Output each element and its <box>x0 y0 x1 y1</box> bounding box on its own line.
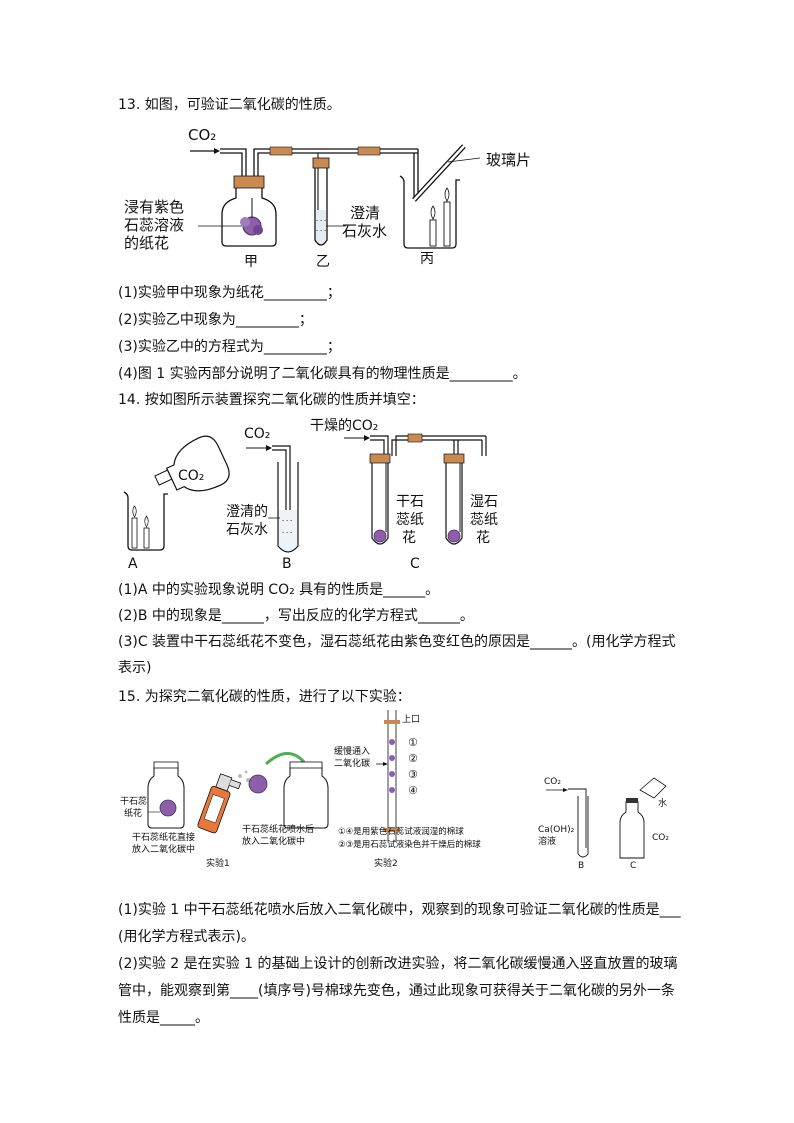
q15-co2: CO₂ <box>544 777 561 787</box>
q14-item-4: 表示) <box>118 660 152 676</box>
q15-ball-2: ② <box>408 752 418 765</box>
q13-title: 13. 如图，可验证二氧化碳的性质。 <box>118 97 341 113</box>
q15-exp2: 实验2 <box>374 857 398 869</box>
q15-put-1: 干石蕊纸花直接 <box>132 831 195 843</box>
q15-spray-2: 放入二氧化碳中 <box>242 835 305 847</box>
q14-dry-1: 干石 <box>396 494 424 510</box>
q15-title: 15. 为探究二氧化碳的性质，进行了以下实验： <box>118 689 411 705</box>
q14-wet-1: 湿石 <box>470 494 498 510</box>
q14-lime-1: 澄清的 <box>226 504 268 520</box>
q14-dry-co2: 干燥的CO₂ <box>310 418 378 434</box>
q14-dry-3: 花 <box>402 530 416 546</box>
svg-text:- - -: - - - <box>282 517 292 524</box>
q14-cap-b: B <box>282 556 292 572</box>
q13-item-4: (4)图 1 实验丙部分说明了二氧化碳具有的物理性质是_________。 <box>118 366 527 382</box>
q15-slow-2: 二氧化碳 <box>334 757 370 769</box>
q15-cap-c: C <box>630 861 636 871</box>
q13-cap-yi: 乙 <box>316 254 330 268</box>
q15-item-3: (2)实验 2 是在实验 1 的基础上设计的创新改进实验，将二氧化碳缓慢通入竖直… <box>118 956 678 972</box>
q13-flower-label-2: 石蕊溶液 <box>124 216 184 234</box>
q14-item-1: (1)A 中的实验现象说明 CO₂ 具有的性质是______。 <box>118 582 440 598</box>
q15-exp1: 实验1 <box>206 857 230 869</box>
q13-lime-label-2: 石灰水 <box>342 222 387 240</box>
q13-cap-bing: 丙 <box>420 251 434 267</box>
q15-caoh-2: 溶液 <box>538 835 556 847</box>
q14-cap-c: C <box>410 556 420 572</box>
q14-co2-b: CO₂ <box>244 426 270 442</box>
q15-dry-flower-2: 纸花 <box>124 807 142 819</box>
q14-wet-2: 蕊纸 <box>470 512 498 528</box>
q13-flower-label-3: 的纸花 <box>124 234 169 252</box>
q15-spray-1: 干石蕊纸花喷水后 <box>242 823 314 835</box>
q15-top-port: 上口 <box>402 714 420 725</box>
q15-cap-b: B <box>578 861 584 871</box>
q15-note-2: ②③是用石蕊试液染色并干燥后的棉球 <box>338 839 481 850</box>
q13-glass-label: 玻璃片 <box>486 151 531 169</box>
q14-co2-bottle: CO₂ <box>178 468 204 484</box>
q15-item-4: 管中，能观察到第____(填序号)号棉球先变色，通过此现象可获得关于二氧化碳的另… <box>118 983 675 999</box>
q15-slow-1: 缓慢通入 <box>334 745 370 757</box>
q13-cap-jia: 甲 <box>244 254 258 268</box>
q15-caoh-1: Ca(OH)₂ <box>538 825 575 835</box>
q15-ball-1: ① <box>408 736 418 749</box>
q13-item-2: (2)实验乙中现象为_________； <box>118 312 313 328</box>
q15-item-1: (1)实验 1 中干石蕊纸花喷水后放入二氧化碳中，观察到的现象可验证二氧化碳的性… <box>118 902 681 918</box>
q13-item-1: (1)实验甲中现象为纸花_________； <box>118 285 341 301</box>
svg-text:- - -: - - - <box>316 227 326 234</box>
q15-note-1: ①④是用紫色石蕊试液润湿的棉球 <box>338 826 464 837</box>
q14-figure: CO₂ A CO₂ - - - - - - 澄清的 石灰水 B 干燥的CO₂ 干… <box>123 418 498 572</box>
q14-wet-3: 花 <box>476 530 490 546</box>
q13-figure: CO₂ 浸有紫色 石蕊溶液 的纸花 - - - - - - 澄清 石灰水 玻璃片… <box>124 126 531 268</box>
q15-ball-4: ④ <box>408 784 418 797</box>
q15-item-2: (用化学方程式表示)。 <box>118 929 255 945</box>
q15-water: 水 <box>658 797 667 809</box>
q15-co2-c: CO₂ <box>652 833 669 843</box>
q13-flower-label-1: 浸有紫色 <box>124 198 184 216</box>
q14-item-3: (3)C 装置中干石蕊纸花不变色，湿石蕊纸花由紫色变红色的原因是______。(… <box>118 634 676 650</box>
q15-ball-3: ③ <box>408 768 418 781</box>
q15-item-5: 性质是_____。 <box>118 1010 209 1026</box>
q13-lime-label-1: 澄清 <box>350 204 380 222</box>
svg-text:- - -: - - - <box>282 529 292 536</box>
svg-text:- - -: - - - <box>316 217 326 224</box>
q13-item-3: (3)实验乙中的方程式为_________； <box>118 339 341 355</box>
q15-figure: 干石蕊 纸花 干石蕊纸花直接 放入二氧化碳中 干石蕊纸花喷水后 放入二氧化碳中 … <box>120 710 669 871</box>
q14-cap-a: A <box>128 556 138 572</box>
q14-dry-2: 蕊纸 <box>396 512 424 528</box>
q13-co2-label: CO₂ <box>188 126 216 144</box>
q14-item-2: (2)B 中的现象是______，写出反应的化学方程式______。 <box>118 608 474 624</box>
q15-dry-flower-1: 干石蕊 <box>120 795 147 807</box>
q14-title: 14. 按如图所示装置探究二氧化碳的性质并填空： <box>118 392 425 408</box>
q14-lime-2: 石灰水 <box>226 522 268 538</box>
q15-put-2: 放入二氧化碳中 <box>132 843 195 855</box>
